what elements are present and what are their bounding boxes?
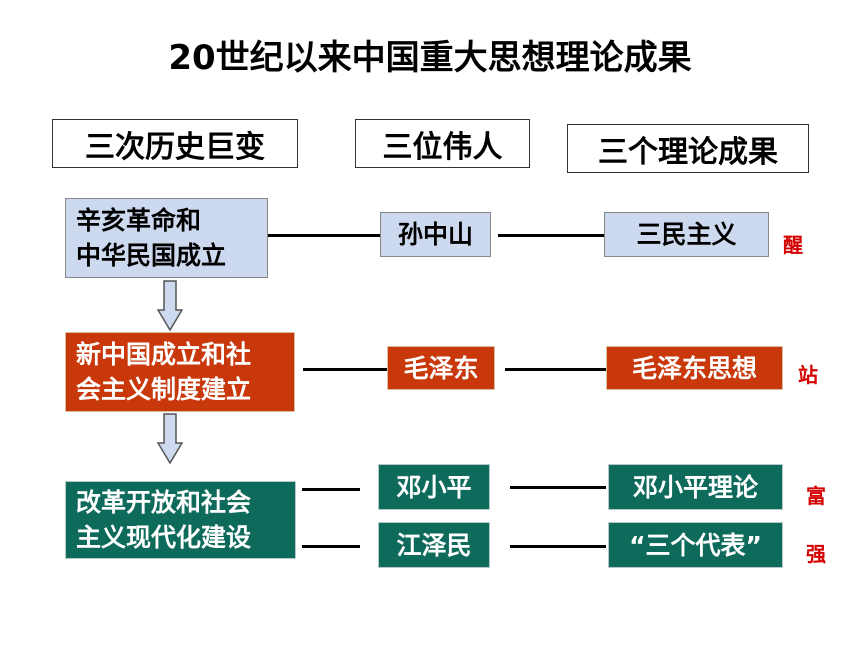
header-three-leaders: 三位伟人 [355, 119, 530, 168]
header-three-theories: 三个理论成果 [567, 124, 809, 173]
theory-box-deng-theory: 邓小平理论 [608, 464, 783, 510]
theory-box-mao-thought: 毛泽东思想 [606, 346, 783, 390]
change-box-new-china-line2: 会主义制度建立 [76, 375, 252, 404]
side-label-stand: 站 [798, 363, 818, 387]
connector-line [505, 368, 606, 371]
change-box-xinhai-line2: 中华民国成立 [76, 241, 227, 270]
connector-line [302, 488, 360, 491]
header-three-changes: 三次历史巨变 [52, 119, 298, 168]
change-box-new-china-line1: 新中国成立和社 [76, 340, 252, 369]
leader-box-mao-zedong: 毛泽东 [387, 346, 495, 390]
theory-box-three-principles: 三民主义 [604, 212, 769, 257]
leader-box-deng-xiaoping: 邓小平 [378, 464, 490, 510]
connector-line [268, 234, 380, 237]
leader-box-sun-zhongshan: 孙中山 [380, 212, 491, 257]
connector-line [302, 545, 360, 548]
connector-line [498, 234, 604, 237]
connector-line [510, 486, 606, 489]
change-box-new-china: 新中国成立和社 会主义制度建立 [65, 332, 295, 412]
down-arrow-icon [157, 280, 183, 332]
change-box-reform: 改革开放和社会 主义现代化建设 [65, 481, 296, 559]
leader-box-jiang-zemin: 江泽民 [378, 522, 490, 568]
page-title: 20世纪以来中国重大思想理论成果 [168, 38, 692, 78]
theory-box-three-represents: “三个代表” [608, 522, 783, 568]
change-box-xinhai: 辛亥革命和 中华民国成立 [65, 198, 268, 278]
side-label-strong: 强 [806, 542, 826, 566]
side-label-rich: 富 [806, 484, 826, 508]
down-arrow-icon [157, 413, 183, 465]
side-label-awaken: 醒 [783, 233, 803, 257]
change-box-reform-line2: 主义现代化建设 [76, 523, 252, 552]
change-box-reform-line1: 改革开放和社会 [76, 488, 252, 517]
connector-line [303, 368, 387, 371]
change-box-xinhai-line1: 辛亥革命和 [76, 206, 202, 235]
connector-line [510, 545, 606, 548]
